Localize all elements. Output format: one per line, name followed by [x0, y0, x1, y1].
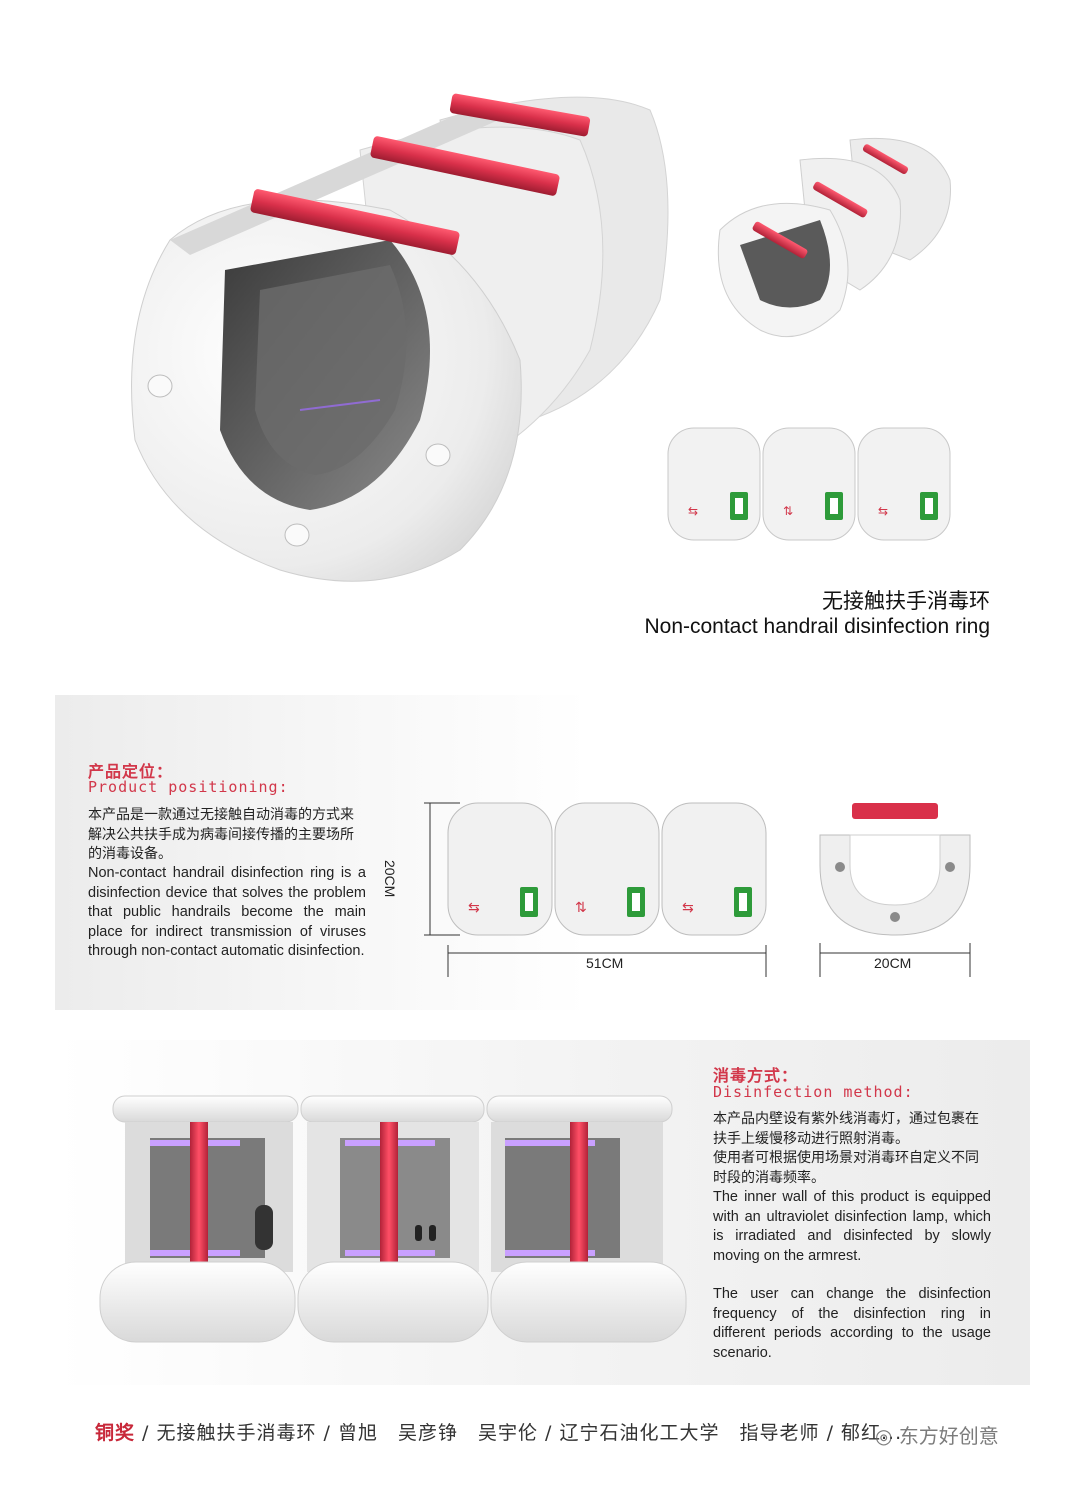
svg-text:⇆: ⇆: [878, 504, 888, 518]
front-view-render: ⇆ ⇅ ⇆: [667, 427, 951, 541]
height-dimension-label: 20CM: [382, 860, 398, 898]
length-dimension-label: 51CM: [586, 955, 624, 971]
hero-product-render: [131, 93, 669, 582]
watermark-text: 东方好创意: [898, 1424, 999, 1448]
interior-render: [99, 1095, 687, 1343]
footer-separator: /: [135, 1422, 157, 1444]
footer-school: 辽宁石油化工大学: [559, 1422, 720, 1444]
product-title-en: Non-contact handrail disinfection ring: [644, 615, 990, 638]
watermark: ◎ 东方好创意: [875, 1420, 999, 1449]
footer-separator: /: [316, 1422, 338, 1444]
award-label: 铜奖: [95, 1422, 136, 1444]
svg-text:⇅: ⇅: [575, 900, 587, 916]
svg-text:⇆: ⇆: [688, 504, 698, 518]
positioning-heading-zh: 产品定位：: [88, 762, 174, 781]
svg-text:⇅: ⇅: [783, 504, 793, 518]
positioning-body-en: Non-contact handrail disinfection ring i…: [88, 865, 366, 959]
positioning-body-zh: 本产品是一款通过无接触自动消毒的方式来解决公共扶手成为病毒间接传播的主要场所的消…: [88, 807, 354, 862]
product-title-zh: 无接触扶手消毒环: [822, 589, 990, 613]
footer-credits: 铜奖 / 无接触扶手消毒环 / 曾旭 吴彦铮 吴宇伦 / 辽宁石油化工大学 指导…: [95, 1418, 902, 1445]
perspective-render: [717, 137, 951, 338]
footer-separator: /: [538, 1422, 560, 1444]
method-body-zh-2: 使用者可根据使用场景对消毒环自定义不同时段的消毒频率。: [713, 1150, 979, 1186]
method-heading-zh: 消毒方式：: [713, 1066, 799, 1085]
method-heading-en: Disinfection method:: [713, 1083, 914, 1101]
method-body-zh-1: 本产品内壁设有紫外线消毒灯，通过包裹在扶手上缓慢移动进行照射消毒。: [713, 1111, 979, 1147]
footer-advisor: 指导老师 / 郁红...: [739, 1422, 903, 1444]
method-body-en-1: The inner wall of this product is equipp…: [713, 1189, 991, 1264]
side-view-drawing: ⇆ ⇅ ⇆: [424, 802, 767, 977]
positioning-heading-en: Product positioning:: [88, 778, 289, 796]
svg-text:⇆: ⇆: [682, 900, 694, 916]
end-view-drawing: [819, 803, 971, 977]
footer-authors: 曾旭 吴彦铮 吴宇伦: [338, 1422, 539, 1444]
footer-title: 无接触扶手消毒环: [156, 1422, 317, 1444]
method-body-en-2: The user can change the disinfection fre…: [713, 1286, 991, 1361]
wechat-icon: ◎: [875, 1424, 899, 1448]
svg-text:⇆: ⇆: [468, 900, 480, 916]
width-dimension-label: 20CM: [874, 955, 912, 971]
